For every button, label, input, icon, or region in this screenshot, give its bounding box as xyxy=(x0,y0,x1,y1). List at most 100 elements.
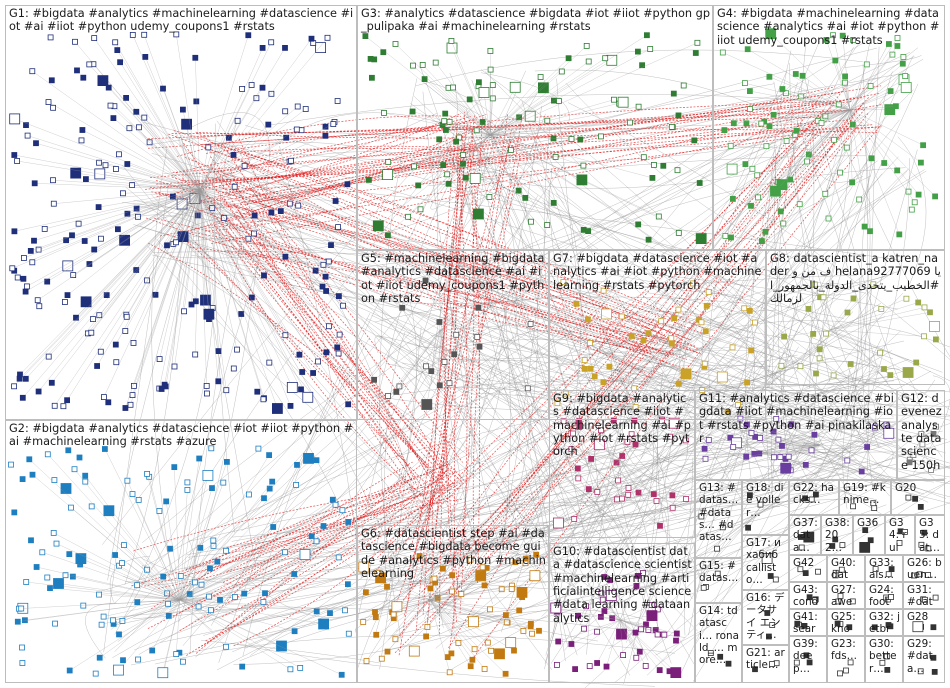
node xyxy=(887,372,894,379)
group-label-g12: G12: devenez analyste data science 150h xyxy=(901,392,945,472)
edge xyxy=(199,189,293,388)
node xyxy=(269,478,276,485)
edge xyxy=(429,599,459,644)
node xyxy=(313,608,320,615)
edge xyxy=(563,421,621,461)
edge xyxy=(819,444,848,461)
edge xyxy=(596,619,621,664)
edge xyxy=(199,189,302,390)
edge xyxy=(47,189,201,282)
node xyxy=(60,403,67,410)
node xyxy=(639,62,645,69)
node xyxy=(576,423,583,430)
edge xyxy=(696,292,904,592)
group-label-g3: G3: #analytics #datascience #bigdata #io… xyxy=(361,7,711,34)
edge xyxy=(576,303,681,351)
node xyxy=(71,466,78,473)
edge xyxy=(199,189,319,362)
node xyxy=(215,378,222,385)
edge xyxy=(110,105,201,191)
node xyxy=(66,551,73,557)
node xyxy=(460,160,466,167)
node xyxy=(591,373,598,380)
edge xyxy=(489,85,493,136)
node xyxy=(72,38,78,45)
edge xyxy=(101,547,435,592)
node xyxy=(88,503,95,510)
node xyxy=(53,578,64,589)
edge xyxy=(387,134,491,175)
edge xyxy=(619,619,677,634)
node xyxy=(299,549,311,560)
edge xyxy=(186,124,201,191)
node xyxy=(21,617,28,624)
node xyxy=(157,667,169,679)
node xyxy=(101,394,107,401)
edge xyxy=(609,349,681,367)
edge xyxy=(47,454,181,601)
edge xyxy=(179,526,274,601)
edge xyxy=(115,189,201,345)
node xyxy=(449,588,455,595)
edge xyxy=(429,599,531,627)
group-box-g42: G42 xyxy=(789,555,827,582)
node xyxy=(203,308,215,320)
node xyxy=(783,90,789,97)
edge xyxy=(36,566,181,601)
edge xyxy=(740,418,821,446)
edge xyxy=(419,426,885,545)
edge xyxy=(393,599,431,619)
edge xyxy=(858,389,877,469)
edge xyxy=(674,318,681,351)
node xyxy=(8,461,14,468)
edge xyxy=(655,480,950,656)
edge xyxy=(429,567,487,601)
edge xyxy=(227,487,447,572)
node xyxy=(894,35,901,41)
edge xyxy=(138,374,428,655)
edge xyxy=(53,189,201,204)
node xyxy=(908,206,915,213)
edge xyxy=(489,126,672,136)
node xyxy=(467,556,474,563)
edge xyxy=(489,134,572,140)
edge xyxy=(730,109,851,146)
edge xyxy=(103,189,201,398)
node xyxy=(298,386,304,393)
node xyxy=(282,45,288,51)
node xyxy=(758,120,765,127)
edge xyxy=(594,349,681,377)
edge xyxy=(184,157,663,334)
node xyxy=(441,118,448,125)
group-label-g1: G1: #bigdata #analytics #machinelearning… xyxy=(9,7,354,34)
edge xyxy=(118,599,181,671)
node xyxy=(473,127,480,134)
edge xyxy=(151,148,172,576)
edge xyxy=(664,385,727,498)
group-box-g38: G38: 202… xyxy=(821,515,853,555)
node xyxy=(116,631,122,638)
edge xyxy=(489,42,698,136)
node xyxy=(83,176,89,183)
node xyxy=(107,102,114,109)
edge xyxy=(179,540,214,601)
node xyxy=(550,602,562,614)
node xyxy=(253,95,260,102)
node xyxy=(334,98,341,104)
group-box-g41: G41: searc… xyxy=(789,609,827,636)
node xyxy=(188,301,195,308)
edge xyxy=(195,57,201,191)
edge xyxy=(429,559,471,601)
node xyxy=(184,479,191,486)
node-layer xyxy=(8,28,940,679)
node xyxy=(345,519,352,525)
edge xyxy=(429,599,488,643)
node xyxy=(802,495,808,502)
edge xyxy=(604,431,869,612)
node xyxy=(105,399,112,406)
edge xyxy=(583,282,833,391)
edge xyxy=(126,240,215,607)
edge xyxy=(829,307,925,331)
node xyxy=(625,484,632,491)
node xyxy=(322,273,329,280)
